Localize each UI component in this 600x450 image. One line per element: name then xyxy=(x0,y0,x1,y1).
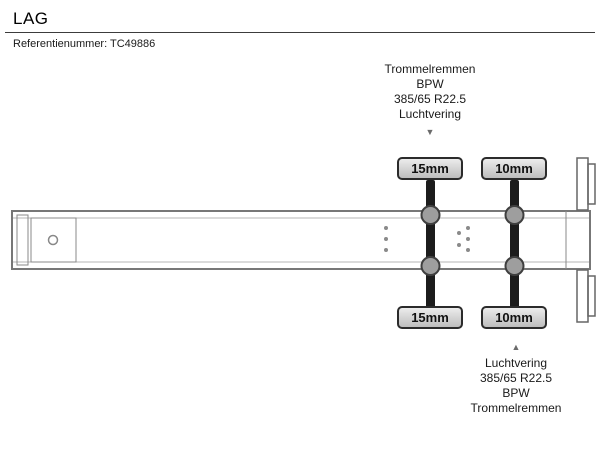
annotation-line-tyresize: 385/65 R22.5 xyxy=(393,92,467,106)
tread-depth-axle1-top: 15mm xyxy=(397,157,463,180)
arrow-down-icon: ▼ xyxy=(425,127,435,137)
annotation-line-brakes: Trommelremmen xyxy=(384,62,476,76)
annotation-line-brand: BPW xyxy=(416,77,444,91)
annotation-line-suspension: Luchtvering xyxy=(398,107,462,121)
bolt-holes-group-3 xyxy=(466,226,470,252)
axle-1-bar xyxy=(426,180,435,308)
tread-depth-axle1-bottom: 15mm xyxy=(397,306,463,329)
axle-1-hub-bottom xyxy=(420,256,441,276)
rear-bracket-bottom xyxy=(576,269,596,323)
axle-2-bar xyxy=(510,180,519,308)
axle-1-hub-top xyxy=(420,205,441,225)
rear-axle-annotation: ▲ Luchtvering 385/65 R22.5 BPW Trommelre… xyxy=(416,341,600,416)
kingpin-hole xyxy=(47,234,59,246)
kingpin-plate xyxy=(16,214,29,266)
page-title: LAG xyxy=(13,9,49,28)
chassis-beam xyxy=(11,210,591,270)
arrow-up-icon: ▲ xyxy=(511,342,521,352)
tread-depth-axle2-top: 10mm xyxy=(481,157,547,180)
header-divider xyxy=(5,32,595,33)
axle-2-hub-top xyxy=(504,205,525,225)
tread-depth-axle2-bottom: 10mm xyxy=(481,306,547,329)
front-box xyxy=(30,217,77,263)
axle-2-hub-bottom xyxy=(504,256,525,276)
annotation-line-suspension: Luchtvering xyxy=(484,356,548,370)
front-axle-annotation: Trommelremmen BPW 385/65 R22.5 Luchtveri… xyxy=(330,62,530,138)
bolt-holes-group-1 xyxy=(384,226,388,252)
annotation-line-brand: BPW xyxy=(502,386,530,400)
rear-bracket-top xyxy=(576,157,596,211)
annotation-line-tyresize: 385/65 R22.5 xyxy=(479,371,553,385)
chassis-diagram xyxy=(11,157,596,323)
reference-number: Referentienummer: TC49886 xyxy=(13,38,156,50)
annotation-line-brakes: Trommelremmen xyxy=(470,401,562,415)
bolt-holes-group-2 xyxy=(457,231,461,247)
